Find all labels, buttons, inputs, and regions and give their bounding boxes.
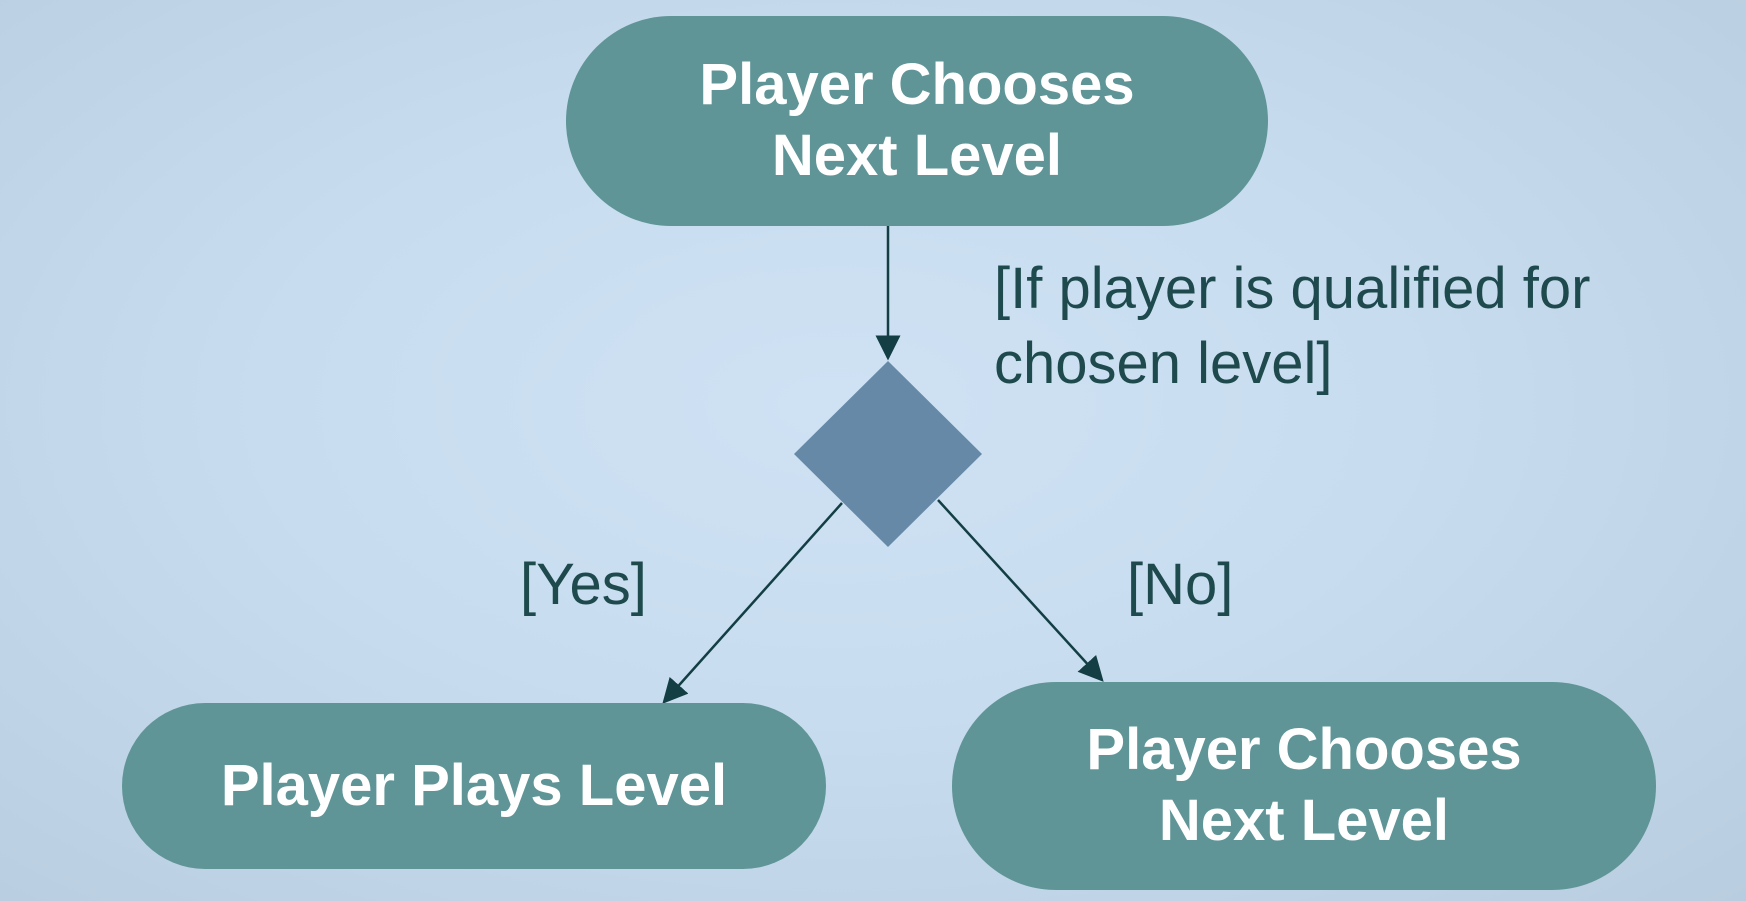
- no-branch-label: [No]: [1127, 552, 1234, 617]
- decision-diamond: [794, 361, 982, 547]
- no-target-node: Player Chooses Next Level: [952, 682, 1656, 890]
- yes-target-node: Player Plays Level: [122, 703, 826, 869]
- yes-branch-label: [Yes]: [520, 552, 647, 617]
- guard-condition-label: [If player is qualified for chosen level…: [994, 256, 1591, 397]
- start-node: Player Chooses Next Level: [566, 16, 1268, 226]
- edge-decision-to-no: [937, 499, 1104, 682]
- edge-decision-to-yes: [662, 502, 843, 704]
